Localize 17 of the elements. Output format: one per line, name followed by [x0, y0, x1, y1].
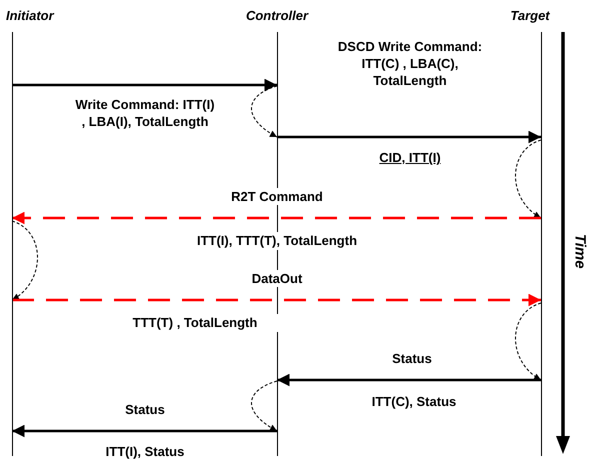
- lifeline-header: Initiator: [6, 8, 54, 23]
- causal-arrow: [12, 220, 38, 300]
- causal-arrow: [515, 140, 542, 218]
- causal-arrow: [251, 380, 278, 432]
- message-arrow: [12, 78, 277, 92]
- message-arrow: [277, 374, 541, 386]
- lifeline: [541, 32, 542, 456]
- lifeline-header: Target: [510, 8, 550, 23]
- lifeline: [12, 32, 13, 456]
- lifeline-header: Controller: [246, 8, 308, 23]
- causal-arrow: [515, 302, 542, 380]
- message-arrow: [12, 212, 541, 224]
- causal-arrow: [251, 86, 278, 138]
- message-arrow: [12, 294, 541, 306]
- message-arrow: [12, 424, 277, 438]
- message-arrow: [277, 130, 541, 144]
- time-label: Time: [570, 234, 590, 269]
